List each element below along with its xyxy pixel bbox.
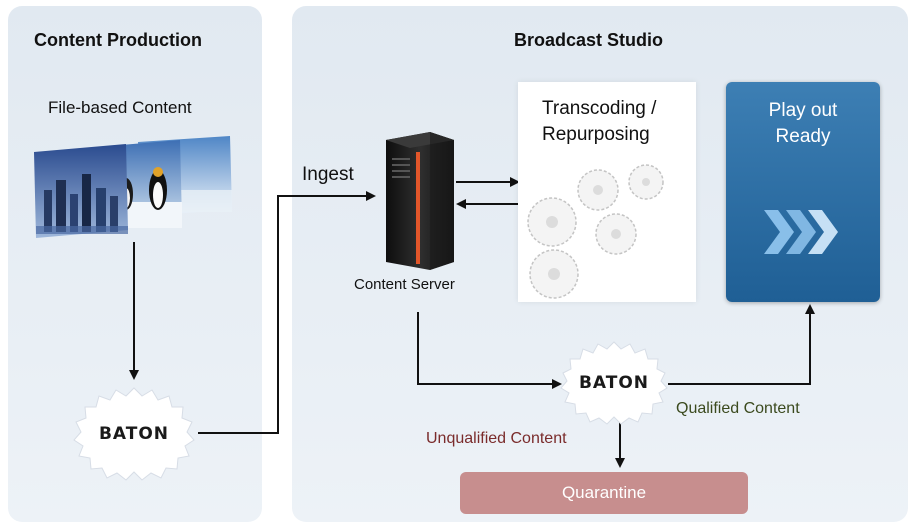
qualified-content-label: Qualified Content: [676, 400, 800, 417]
play-out-ready-box: Play out Ready: [726, 82, 880, 302]
gears-icon: [527, 164, 664, 299]
broadcast-studio-title: Broadcast Studio: [514, 30, 664, 50]
baton-starburst-icon: [73, 387, 195, 481]
media-thumbnails-image: [34, 136, 232, 238]
quarantine-box: Quarantine: [460, 472, 748, 514]
server-tower-icon: [386, 132, 454, 270]
quarantine-label: Quarantine: [561, 483, 647, 502]
baton-text-left: BATON: [98, 424, 170, 444]
baton-text-center: BATON: [578, 373, 650, 393]
content-production-title: Content Production: [34, 30, 202, 50]
photo-card-city: [34, 144, 128, 238]
baton-seal-center: BATON: [560, 340, 668, 426]
forward-chevrons-icon: [764, 210, 838, 254]
arrow-baton-to-server: [198, 191, 376, 434]
transcoding-label: Transcoding / Repurposing: [542, 98, 657, 145]
unqualified-content-label: Unqualified Content: [426, 430, 567, 447]
file-based-content-label: File-based Content: [48, 98, 192, 117]
baton-starburst-icon: [560, 341, 668, 425]
content-server-label: Content Server: [354, 276, 455, 293]
baton-seal-left: BATON: [72, 386, 196, 482]
ingest-label: Ingest: [302, 164, 354, 185]
transcoding-box: Transcoding / Repurposing: [518, 82, 696, 302]
play-out-ready-label: Play out Ready: [768, 100, 838, 147]
arrow-server-to-baton: [417, 312, 562, 389]
arrow-baton-to-playout: [668, 304, 815, 385]
